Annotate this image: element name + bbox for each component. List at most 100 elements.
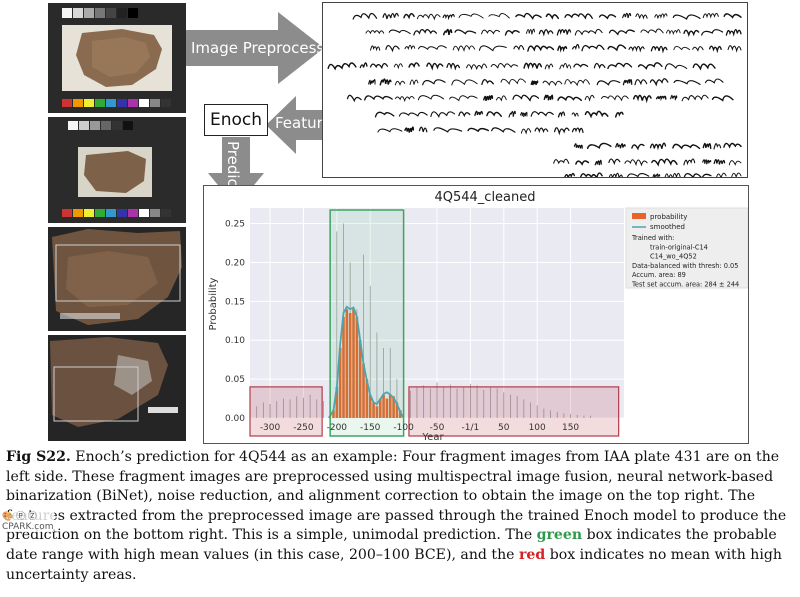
handwriting-word: [481, 79, 494, 86]
handwriting-word: [359, 62, 368, 69]
handwriting-word: [702, 12, 719, 19]
caption-red-word: red: [518, 546, 546, 563]
fragment-image-2: [48, 117, 186, 223]
caption-text-3: box indicates no mean with high uncertai…: [6, 546, 782, 583]
handwriting-word: [664, 172, 681, 177]
handwriting-word: [683, 158, 696, 166]
handwriting-word: [702, 142, 712, 150]
handwriting-word: [640, 28, 664, 34]
handwriting-word: [672, 14, 701, 20]
handwriting-word: [538, 29, 554, 37]
handwriting-word: [692, 46, 704, 52]
watermark: 🎨 Ⓟ Ⓩ CPARK.com: [2, 512, 54, 532]
x-tick-label: -50: [430, 423, 445, 433]
handwriting-word: [408, 62, 420, 69]
handwriting-word: [571, 127, 584, 134]
probability-bar: [338, 348, 342, 418]
color-chart-top: [68, 121, 156, 130]
caption-text-1: Enoch’s prediction for 4Q544 as an examp…: [6, 449, 787, 544]
legend-probability: probability: [650, 213, 687, 221]
handwriting-word: [327, 62, 357, 71]
handwriting-word: [683, 29, 700, 38]
handwriting-word: [398, 111, 428, 117]
fragment-image-1: [48, 3, 186, 113]
handwriting-word: [430, 111, 456, 118]
handwriting-word: [369, 62, 389, 70]
handwriting-strokes: [327, 12, 742, 177]
handwriting-word: [394, 95, 415, 103]
handwriting-word: [571, 112, 579, 117]
handwriting-word: [365, 30, 385, 35]
handwriting-word: [452, 45, 476, 52]
handwriting-word: [490, 63, 519, 69]
handwriting-word: [393, 63, 403, 70]
x-axis-label: Year: [421, 432, 444, 443]
handwriting-word: [368, 79, 376, 85]
handwriting-word: [404, 126, 415, 133]
handwriting-word: [607, 62, 633, 70]
prediction-chart: 4Q544_cleaned 0.000.050.100.150.200.25 -…: [204, 186, 748, 443]
probability-bar: [358, 340, 362, 418]
handwriting-word: [650, 45, 668, 54]
parchment-fragment: [52, 229, 182, 325]
handwriting-word: [426, 62, 444, 71]
handwriting-word: [702, 159, 712, 165]
parchment-fragment: [50, 337, 178, 427]
color-chart-bottom: [62, 209, 172, 217]
handwriting-word: [530, 111, 554, 117]
handwriting-word: [496, 95, 507, 102]
legend-note: Test set accum. area: 284 ± 244: [631, 281, 739, 289]
handwriting-word: [666, 29, 681, 36]
handwriting-word: [607, 44, 627, 52]
handwriting-word: [731, 172, 742, 177]
handwriting-word: [573, 63, 589, 68]
probability-bar: [398, 410, 402, 418]
red-uncertainty-box: [249, 386, 323, 437]
handwriting-word: [601, 95, 629, 102]
handwriting-word: [584, 110, 609, 119]
x-tick-label: -1/1: [462, 423, 480, 433]
handwriting-word: [716, 172, 727, 177]
probability-bar: [352, 309, 355, 418]
probability-bar: [335, 386, 339, 418]
chart-title: 4Q544_cleaned: [434, 190, 535, 205]
handwriting-word: [683, 173, 712, 177]
handwriting-word: [403, 13, 415, 20]
y-axis-label: Probability: [208, 277, 219, 330]
x-tick-label: -250: [293, 423, 314, 433]
handwriting-word: [520, 128, 532, 135]
handwriting-word: [556, 29, 572, 36]
handwriting-word: [626, 172, 650, 177]
handwriting-word: [483, 95, 494, 102]
x-tick-label: 100: [529, 423, 546, 433]
caption-green-word: green: [536, 527, 583, 544]
smoothed-line: [328, 305, 405, 419]
handwriting-word: [377, 128, 403, 133]
probability-bar: [395, 402, 399, 418]
image-preprocessing-label: Image Preprocessing: [191, 39, 348, 57]
handwriting-word: [622, 78, 633, 86]
handwriting-word: [458, 13, 484, 19]
handwriting-word: [523, 62, 543, 70]
handwriting-word: [704, 78, 724, 84]
legend-note: train-original-C14: [650, 243, 708, 251]
parchment-fragment: [76, 29, 162, 87]
handwriting-word: [559, 63, 572, 70]
x-tick-label: -150: [360, 423, 381, 433]
handwriting-word: [527, 45, 555, 52]
handwriting-word: [634, 79, 648, 86]
handwriting-word: [622, 12, 632, 19]
handwriting-word: [586, 142, 612, 150]
handwriting-word: [670, 94, 678, 101]
handwriting-word: [491, 127, 516, 133]
probability-bar: [362, 363, 365, 418]
caption-text-2: box indicates the probable date range wi…: [6, 527, 777, 563]
handwriting-word: [652, 173, 661, 177]
watermark-icons: 🎨 Ⓟ Ⓩ: [2, 512, 37, 522]
handwriting-word: [727, 45, 742, 53]
handwriting-word: [573, 143, 583, 149]
handwriting-word: [723, 13, 742, 19]
handwriting-word: [513, 45, 525, 51]
handwriting-word: [467, 127, 490, 133]
handwriting-word: [649, 142, 667, 151]
